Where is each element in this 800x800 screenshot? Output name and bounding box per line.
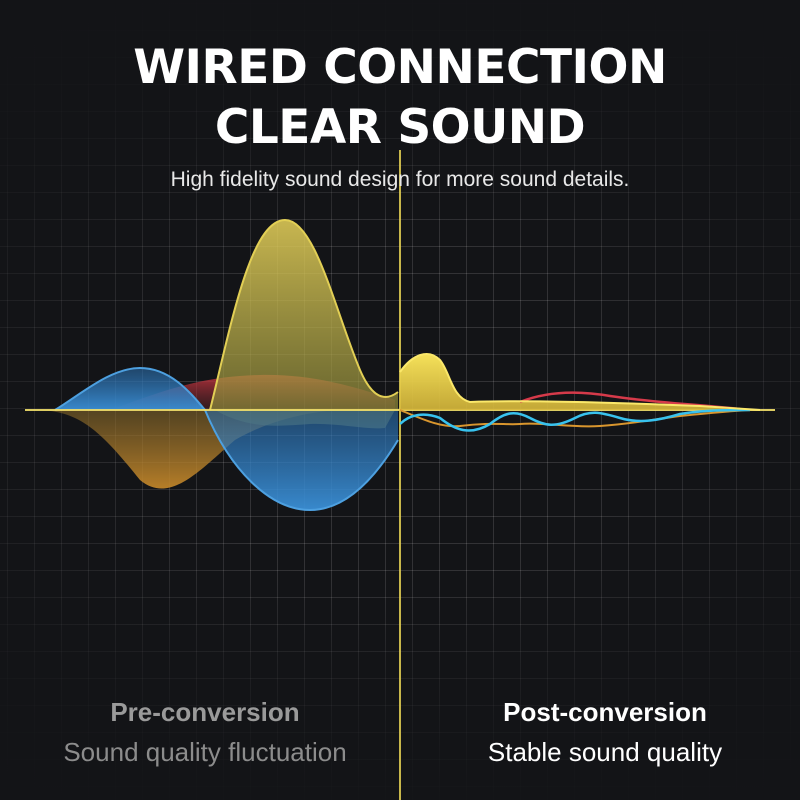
pre-blue-upper — [55, 368, 205, 410]
pre-yellow-wave — [210, 220, 398, 410]
subtitle: High fidelity sound design for more soun… — [170, 168, 630, 191]
pre-conversion-caption: Pre-conversion Sound quality fluctuation — [15, 694, 395, 774]
pre-blue-outline — [54, 366, 399, 512]
headline: WIRED CONNECTION CLEAR SOUND — [0, 38, 800, 158]
pre-conversion-title: Pre-conversion — [110, 697, 300, 727]
post-conversion-subtitle: Stable sound quality — [487, 737, 723, 767]
post-cyan-line — [399, 408, 751, 432]
headline-line-2: CLEAR SOUND — [214, 100, 586, 155]
post-conversion-caption: Post-conversion Stable sound quality — [415, 694, 795, 774]
post-yellow-outline — [399, 353, 761, 411]
pre-yellow-outline — [209, 218, 399, 411]
pre-blue-lower — [205, 410, 398, 510]
post-conversion-title: Post-conversion — [503, 697, 707, 727]
headline-line-1: WIRED CONNECTION — [133, 40, 667, 95]
post-yellow-wave — [400, 353, 760, 410]
pre-conversion-subtitle: Sound quality fluctuation — [63, 737, 347, 767]
pre-orange-wave — [40, 410, 340, 489]
